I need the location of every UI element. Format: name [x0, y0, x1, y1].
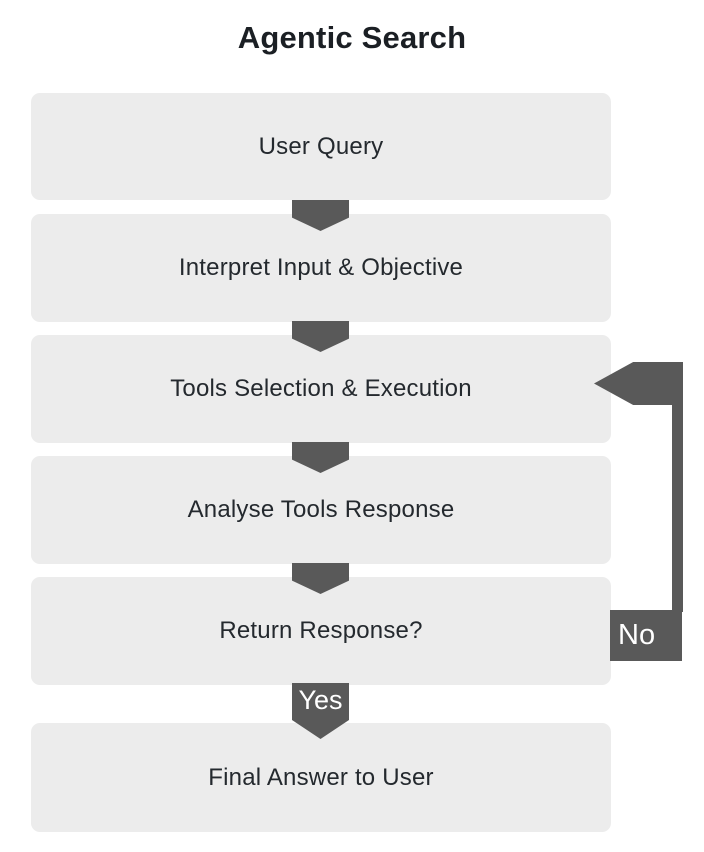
no-branch-label: No: [618, 619, 656, 651]
no-branch-label-box: No: [610, 610, 682, 661]
step-label: Interpret Input & Objective: [178, 254, 464, 281]
step-interpret-input: Interpret Input & Objective: [31, 214, 611, 322]
step-label: Return Response?: [219, 617, 423, 644]
step-label: Final Answer to User: [208, 763, 434, 791]
diagram-title: Agentic Search: [237, 20, 467, 55]
step-user-query: User Query: [31, 93, 611, 200]
no-loop-connector-line: [672, 404, 683, 612]
step-tools-selection: Tools Selection & Execution: [31, 335, 611, 443]
step-return-response: Return Response?: [31, 577, 611, 685]
yes-branch-label: Yes: [298, 685, 343, 715]
step-label: Tools Selection & Execution: [170, 375, 472, 402]
step-final-answer: Final Answer to User: [31, 723, 611, 832]
step-analyse-response: Analyse Tools Response: [31, 456, 611, 564]
step-label: Analyse Tools Response: [187, 496, 455, 523]
step-label: User Query: [258, 132, 384, 160]
